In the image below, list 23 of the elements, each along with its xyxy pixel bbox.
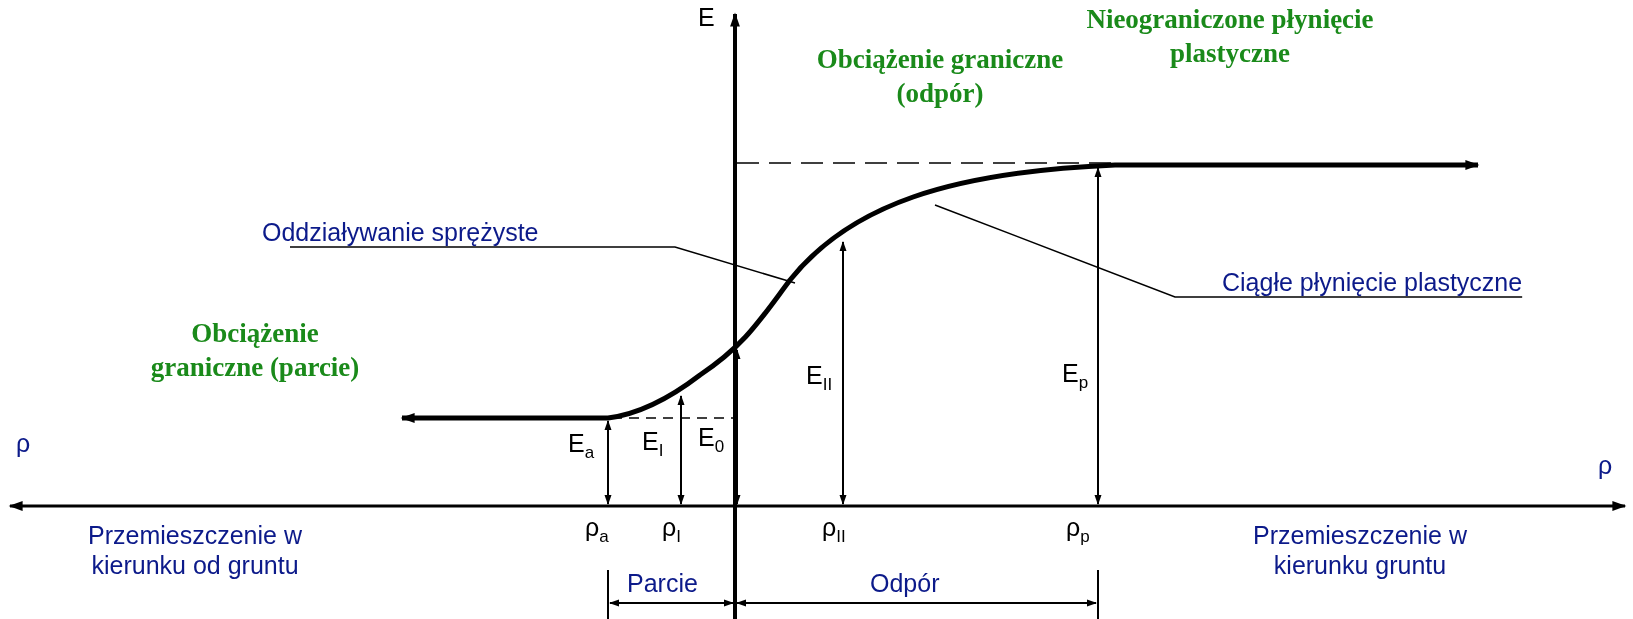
range-label: Parcie <box>627 568 698 598</box>
zone-title: Obciążenie graniczne (odpór) <box>815 43 1065 110</box>
zone-title: Obciążenie graniczne (parcie) <box>149 317 361 384</box>
symbol-label: ρ$_{a}$ <box>585 512 609 548</box>
range-label: Odpór <box>870 568 940 598</box>
axis-label: ρ <box>1598 450 1613 480</box>
axis-description: Przemieszczenie w kierunku gruntu <box>1252 520 1468 580</box>
leader-line <box>289 246 796 284</box>
zone-title: Nieograniczone płynięcie plastyczne <box>1085 3 1375 70</box>
symbol-label: E$_{II}$ <box>806 360 833 396</box>
axis-description: Przemieszczenie w kierunku od gruntu <box>87 520 303 580</box>
symbol-label: ρ$_{I}$ <box>662 512 681 548</box>
annotation-text: Ciągłe płynięcie plastyczne <box>1222 267 1523 297</box>
leader-line <box>934 204 1523 298</box>
symbol-label: E$_{I}$ <box>642 426 664 462</box>
symbol-label: E$_{0}$ <box>698 422 725 458</box>
symbol-label: ρ$_{II}$ <box>822 512 846 548</box>
annotation-text: Oddziaływanie sprężyste <box>262 217 539 247</box>
symbol-label: E$_{p}$ <box>1062 358 1089 394</box>
symbol-label: E$_{a}$ <box>568 428 595 464</box>
symbol-label: ρ$_{p}$ <box>1066 512 1090 548</box>
axis-label: ρ <box>16 428 31 458</box>
axis-label: E <box>698 2 715 32</box>
